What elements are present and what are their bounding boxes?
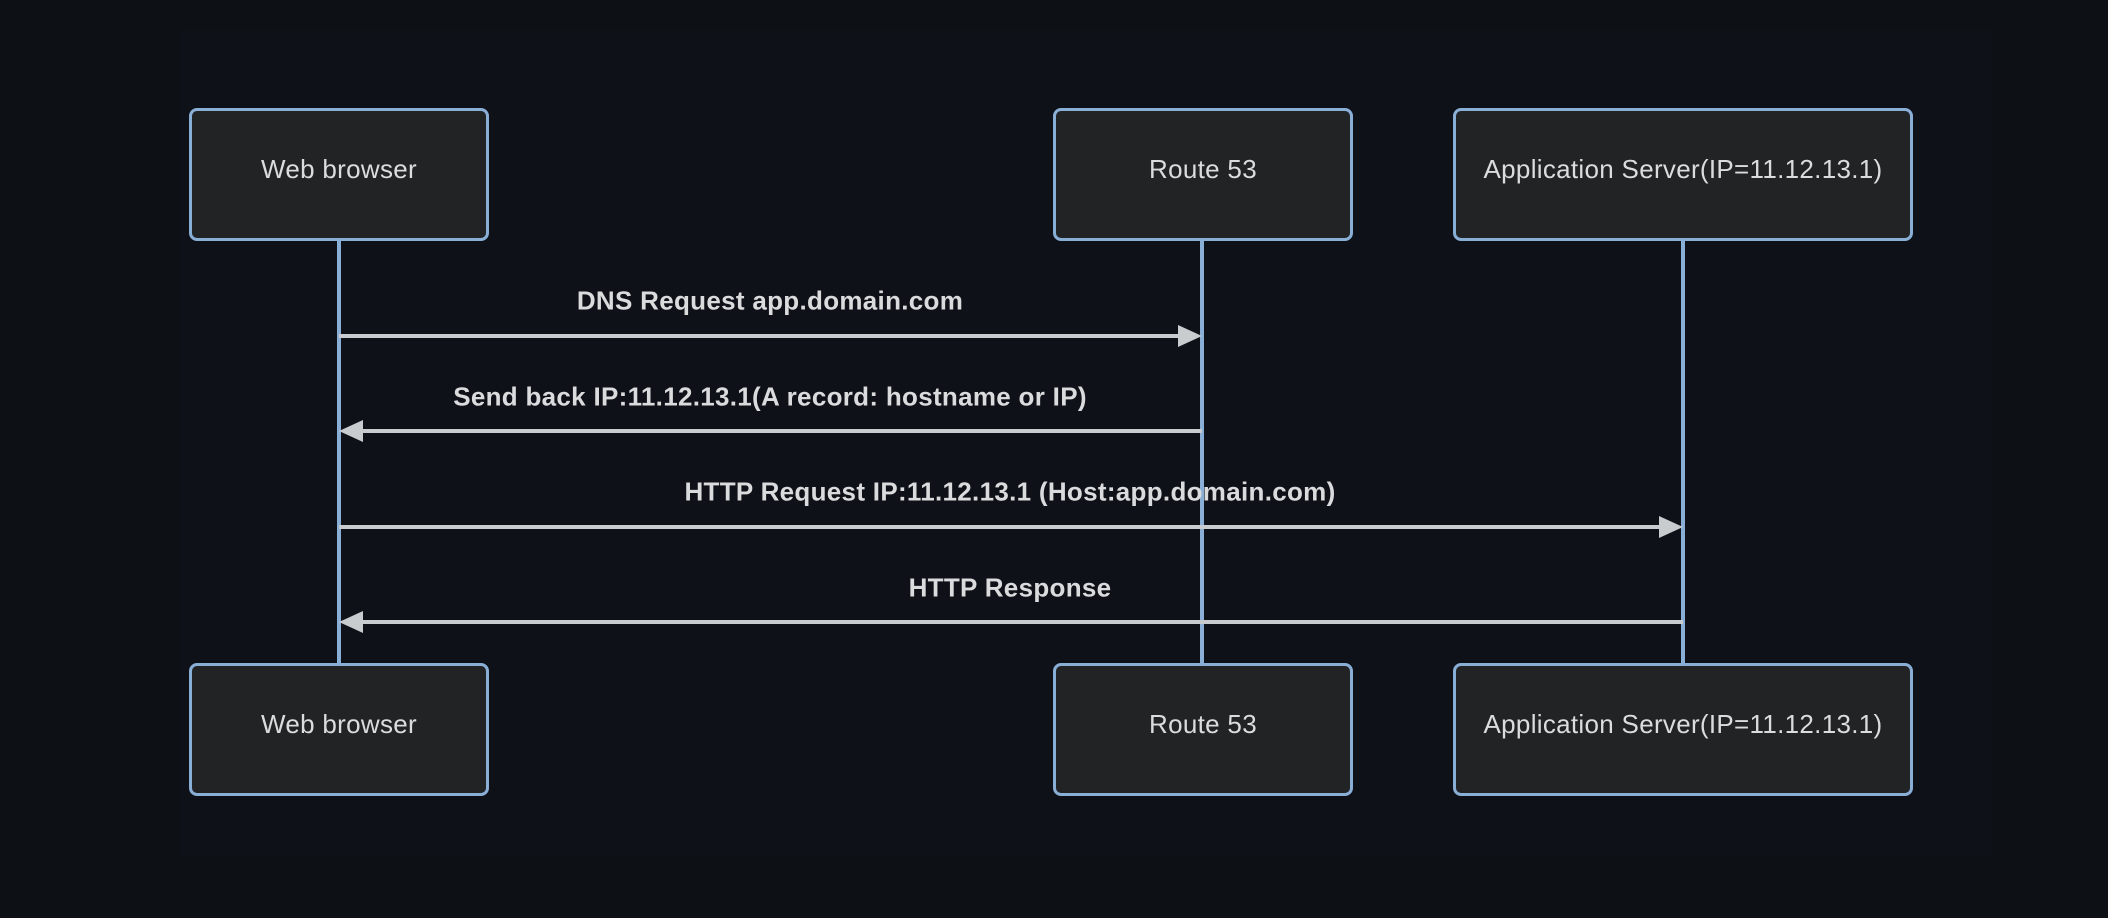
- actor-label-application-server-bottom: Application Server(IP=11.12.13.1): [1483, 709, 1883, 739]
- actor-box-web-browser-top: Web browser: [189, 108, 489, 241]
- message-label-http-response: HTTP Response: [908, 572, 1112, 603]
- actor-box-route-53-bottom: Route 53: [1053, 663, 1353, 796]
- actor-box-application-server-top: Application Server(IP=11.12.13.1): [1453, 108, 1913, 241]
- actor-box-application-server-bottom: Application Server(IP=11.12.13.1): [1453, 663, 1913, 796]
- message-label-http-request: HTTP Request IP:11.12.13.1 (Host:app.dom…: [684, 476, 1336, 507]
- actor-label-route-53-top: Route 53: [1149, 154, 1257, 184]
- actor-label-web-browser-top: Web browser: [261, 154, 417, 184]
- arrowhead-dns-request: [1178, 325, 1202, 347]
- actor-label-web-browser-bottom: Web browser: [261, 709, 417, 739]
- message-label-send-back-ip: Send back IP:11.12.13.1(A record: hostna…: [453, 381, 1087, 412]
- actor-box-web-browser-bottom: Web browser: [189, 663, 489, 796]
- arrowhead-http-request: [1659, 516, 1683, 538]
- actor-label-application-server-top: Application Server(IP=11.12.13.1): [1483, 154, 1883, 184]
- message-label-dns-request: DNS Request app.domain.com: [576, 285, 964, 316]
- actor-box-route-53-top: Route 53: [1053, 108, 1353, 241]
- arrowhead-http-response: [339, 611, 363, 633]
- actor-label-route-53-bottom: Route 53: [1149, 709, 1257, 739]
- arrowhead-send-back-ip: [339, 420, 363, 442]
